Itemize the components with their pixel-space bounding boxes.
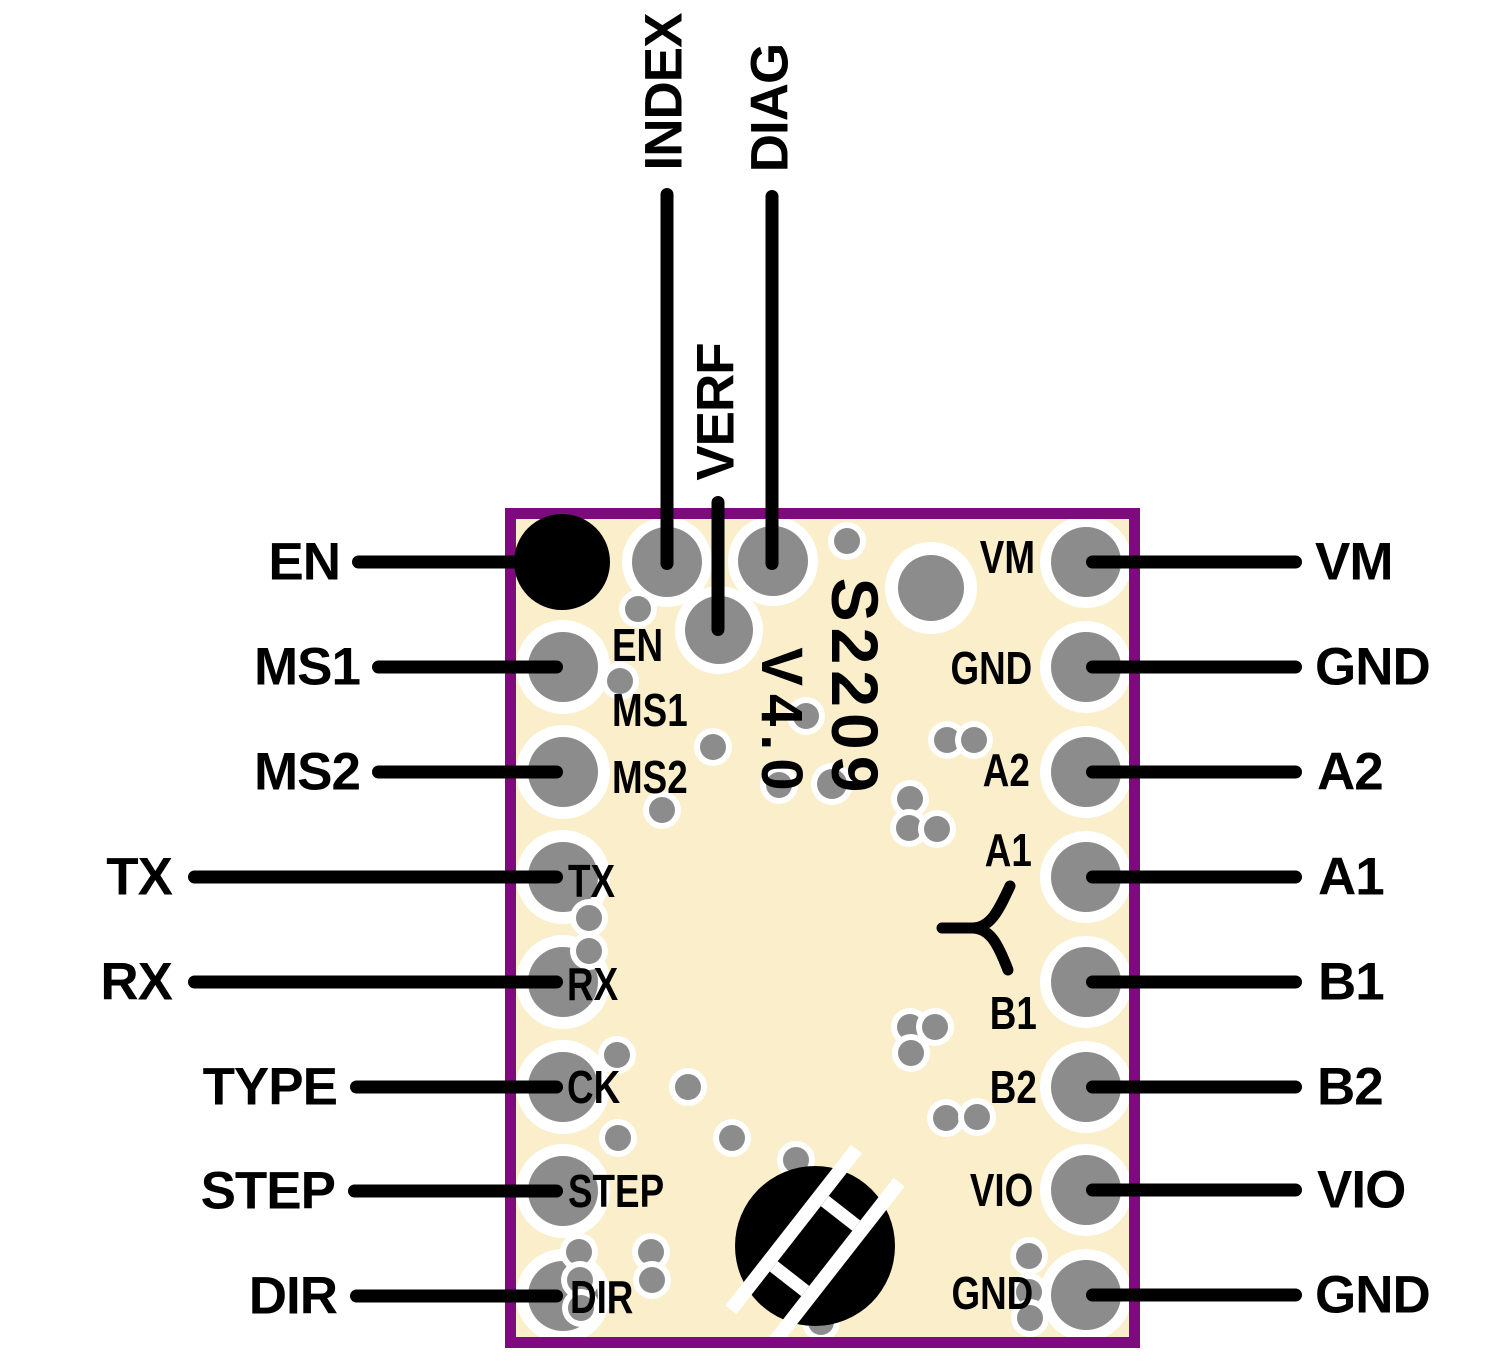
pad-center [898,555,964,621]
via-dot [638,1239,664,1265]
silk-ck: CK [567,1061,621,1113]
pin-label-type: TYPE [202,1057,338,1117]
via-dot [1016,1243,1042,1269]
via-dot [834,528,860,554]
leader-line-verf [711,496,725,636]
leader-line-en [352,555,563,569]
via-dot [639,1267,665,1293]
via-dot [766,772,792,798]
via-dot [817,769,847,799]
via-dot [961,727,987,753]
manufacturer-logo-icon [725,1144,905,1348]
leader-line-gnd-top [1086,660,1302,674]
leader-line-tx [188,870,563,884]
pin-label-gnd-top: GND [1315,637,1431,697]
motor-coil-symbol [936,880,1016,976]
silk-rx: RX [567,958,619,1010]
pin-label-tx: TX [106,847,173,907]
via-dot [675,1074,701,1100]
pin-label-en: EN [268,532,341,592]
via-dot [933,1105,959,1131]
silk-ms2: MS2 [612,751,688,803]
via-dot [897,786,923,812]
silk-a2: A2 [982,744,1030,796]
via-dot [566,1239,592,1265]
via-dot [896,815,922,841]
leader-line-b2 [1086,1080,1302,1094]
pin-label-b1: B1 [1318,952,1385,1012]
leader-line-diag [765,190,779,570]
silk-ms1: MS1 [612,684,688,736]
pin-label-gnd-bottom: GND [1315,1265,1431,1325]
silk-dir: DIR [570,1271,634,1323]
via-dot [897,1014,923,1040]
via-dot [934,727,960,753]
pin-label-diag: DIAG [740,43,800,173]
via-dot [898,1040,924,1066]
silk-a1: A1 [984,824,1032,876]
via-dot [567,1267,593,1293]
leader-line-ms2 [372,765,563,779]
pin-label-step: STEP [200,1161,336,1221]
via-dot [607,668,633,694]
pin-label-verf: VERF [686,343,746,481]
via-dot [700,734,726,760]
leader-line-a2 [1086,765,1302,779]
pin-label-vio: VIO [1317,1160,1406,1220]
via-dot [964,1104,990,1130]
via-dot [576,938,602,964]
silk-gnd-top: GND [950,642,1032,694]
silk-b2: B2 [989,1061,1037,1113]
silk-tx: TX [568,855,616,907]
silk-gnd-bottom: GND [951,1267,1033,1319]
via-dot [793,703,819,729]
pin-label-a1: A1 [1318,847,1385,907]
leader-line-step [348,1184,563,1198]
silk-en: EN [612,619,664,671]
leader-line-a1 [1086,870,1302,884]
pin-label-vm: VM [1315,532,1393,592]
leader-line-b1 [1086,975,1302,989]
silk-b1: B1 [989,987,1037,1039]
via-dot [649,797,675,823]
leader-line-dir [350,1289,563,1303]
leader-line-vio [1086,1183,1302,1197]
via-dot [924,816,950,842]
pin-label-rx: RX [100,952,173,1012]
pin-label-ms1: MS1 [254,637,361,697]
leader-line-ms1 [372,660,563,674]
leader-line-type [350,1080,563,1094]
via-dot [922,1014,948,1040]
pin-label-index: INDEX [634,13,694,171]
via-dot [568,1295,594,1321]
silk-vm: VM [979,531,1035,583]
via-dot [605,1125,631,1151]
via-dot [625,596,651,622]
silk-vio: VIO [969,1164,1033,1216]
silk-step: STEP [568,1165,665,1217]
leader-line-index [660,188,674,570]
pin-label-dir: DIR [248,1266,338,1326]
via-dot [719,1125,745,1151]
leader-line-rx [188,975,563,989]
via-dot [604,1042,630,1068]
leader-line-vm [1086,555,1302,569]
via-dot [1016,1279,1042,1305]
pin-label-ms2: MS2 [254,742,361,802]
pin-label-a2: A2 [1317,742,1384,802]
leader-line-gnd-bottom [1086,1288,1302,1302]
via-dot [576,905,602,931]
via-dot [1017,1305,1043,1331]
pin-label-b2: B2 [1317,1057,1384,1117]
board-outline [505,508,1140,1348]
